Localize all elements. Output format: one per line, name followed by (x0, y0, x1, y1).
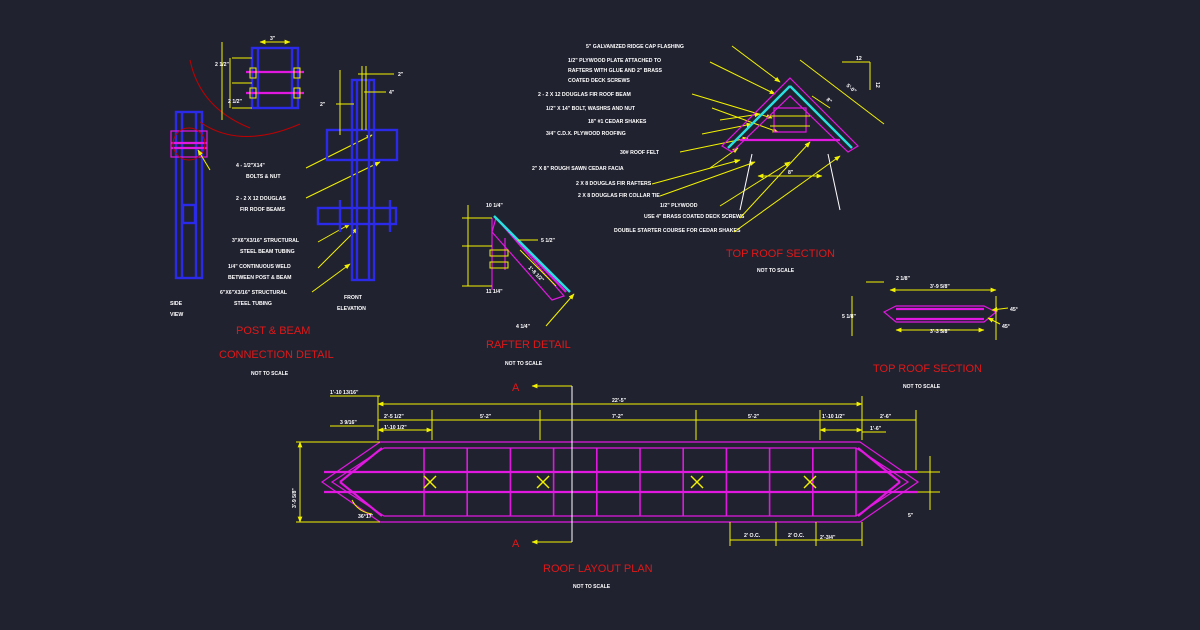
dim-plan-oc-3: 2'-3/4" (820, 535, 836, 541)
pitch-run: 12 (856, 56, 862, 62)
dim-front-2a: 2" (398, 72, 404, 78)
note-bolts-1: 4 - 1/2"X14" (236, 163, 265, 169)
label-front: FRONT (344, 295, 363, 301)
dim-sec2-5-1-8: 5 1/8" (842, 314, 857, 320)
dim-sec2-3-9-5-8: 3'-9 5/8" (930, 284, 950, 290)
note-post-tubing-2: STEEL TUBING (234, 301, 272, 307)
note-half-plywood: 1/2" PLYWOOD (660, 203, 698, 209)
title-connection-detail: CONNECTION DETAIL (219, 349, 334, 361)
plan-rafters (423, 448, 857, 516)
note-post-tubing-1: 6"X6"X3/16" STRUCTURAL (220, 290, 288, 296)
nts-post-beam: NOT TO SCALE (251, 371, 289, 377)
dim-plan-5: 5" (908, 513, 914, 519)
top-roof-section-b (851, 281, 1009, 340)
dim-section-8b: 8" (788, 170, 794, 176)
dim-plan-oc-1: 2' O.C. (744, 533, 761, 539)
section-marker-a-top: A (512, 382, 520, 394)
note-beams-2: FIR ROOF BEAMS (240, 207, 285, 213)
dim-plan-1-6: 1'-6" (870, 426, 882, 432)
dim-rafter-4: 4 1/4" (516, 324, 531, 330)
note-facia: 2" X 8" ROUGH SAWN CEDAR FACIA (532, 166, 624, 172)
label-elevation: ELEVATION (337, 306, 366, 312)
label-side: SIDE (170, 301, 183, 307)
dim-sec2-2-1-8: 2 1/8" (896, 276, 911, 282)
note-ridge-cap: 5" GALVANIZED RIDGE CAP FLASHING (586, 44, 684, 50)
title-roof-layout-plan: ROOF LAYOUT PLAN (543, 563, 653, 575)
dim-sec2-45b: 45° (1002, 324, 1010, 330)
note-starter-course: DOUBLE STARTER COURSE FOR CEDAR SHAKES (614, 228, 741, 234)
title-rafter-detail: RAFTER DETAIL (486, 339, 571, 351)
pitch-rise: 12 (874, 82, 880, 88)
note-weld-2: BETWEEN POST & BEAM (228, 275, 291, 281)
post-beam-notes: 4 - 1/2"X14" BOLTS & NUT 2 - 2 X 12 DOUG… (220, 134, 381, 307)
post-beam-front-elevation (316, 66, 399, 282)
dim-plan-5-2-a: 5'-2" (480, 414, 492, 420)
dim-front-4: 4" (389, 90, 395, 96)
dim-plan-5-2-b: 5'-2" (748, 414, 760, 420)
label-view: VIEW (170, 312, 183, 318)
note-tubing-1: 3"X6"X3/16" STRUCTURAL (232, 238, 300, 244)
note-plywood-plate-3: COATED DECK SCREWS (568, 78, 630, 84)
dim-front-2b: 2" (320, 102, 326, 108)
dim-section-8a: 8" (825, 97, 833, 105)
title-post-beam: POST & BEAM (236, 325, 310, 337)
dim-sec2-3-3-5-8: 3'-3 5/8" (930, 329, 950, 335)
nts-roof-layout: NOT TO SCALE (573, 584, 611, 590)
title-top-roof-section-b: TOP ROOF SECTION (873, 363, 982, 375)
dim-plan-overall: 22'-5" (612, 398, 627, 404)
rafter-detail (462, 205, 575, 327)
note-weld-1: 1/4" CONTINUOUS WELD (228, 264, 291, 270)
dim-section-5ft: 5'-0" (845, 83, 858, 95)
dim-plan-2-6: 2'-6" (880, 414, 892, 420)
dim-plan-1-10-b: 1'-10 1/2" (822, 414, 845, 420)
dim-rafter-2: 5 1/2" (541, 238, 556, 244)
dim-plan-3-9-16: 3 9/16" (340, 420, 357, 426)
note-collar-tie: 2 X 8 DOUGLAS FIR COLLAR TIE (578, 193, 660, 199)
dim-rafter-3: 11 1/4" (486, 289, 503, 295)
dim-plan-angle: 36°17' (358, 514, 373, 520)
dim-post-2-half-a: 2 1/2" (215, 62, 230, 68)
post-beam-side-view (170, 39, 304, 280)
dim-post-3: 3" (270, 36, 276, 42)
note-plywood-plate-1: 1/2" PLYWOOD PLATE ATTACHED TO (568, 58, 661, 64)
dim-plan-2-5: 2'-5 1/2" (384, 414, 404, 420)
note-cedar-shakes: 18" #1 CEDAR SHAKES (588, 119, 647, 125)
title-top-roof-section-a: TOP ROOF SECTION (726, 248, 835, 260)
top-roof-section-a (721, 59, 885, 211)
note-deck-screws: USE 4" BRASS COATED DECK SCREWS (644, 214, 745, 220)
nts-rafter: NOT TO SCALE (505, 361, 543, 367)
note-beams-1: 2 - 2 X 12 DOUGLAS (236, 196, 286, 202)
note-roof-beam: 2 - 2 X 12 DOUGLAS FIR ROOF BEAM (538, 92, 631, 98)
dim-post-2-half-b: 2 1/2" (228, 99, 243, 105)
note-bolt: 1/2" X 14" BOLT, WASHRS AND NUT (546, 106, 636, 112)
dim-plan-1-10-13: 1'-10 13/16" (330, 390, 359, 396)
note-tubing-2: STEEL BEAM TUBING (240, 249, 295, 255)
dim-rafter-1: 10 1/4" (486, 203, 503, 209)
dim-sec2-45a: 45° (1010, 307, 1018, 313)
nts-top-roof-a: NOT TO SCALE (757, 268, 795, 274)
note-plywood-plate-2: RAFTERS WITH GLUE AND 2" BRASS (568, 68, 662, 74)
dim-plan-1-10-a: 1'-10 1/2" (384, 425, 407, 431)
note-bolts-2: BOLTS & NUT (246, 174, 281, 180)
leader-lines (651, 45, 841, 233)
dim-plan-oc-2: 2' O.C. (788, 533, 805, 539)
note-cdx-plywood: 3/4" C.D.X. PLYWOOD ROOFING (546, 131, 626, 137)
nts-top-roof-b: NOT TO SCALE (903, 384, 941, 390)
roof-layout-plan (296, 383, 940, 546)
dim-plan-height: 3'-9 5/8" (292, 488, 298, 508)
dim-plan-7-2: 7'-2" (612, 414, 624, 420)
note-rafters: 2 X 8 DOUGLAS FIR RAFTERS (576, 181, 652, 187)
note-roof-felt: 30# ROOF FELT (620, 150, 660, 156)
roof-section-notes: 5" GALVANIZED RIDGE CAP FLASHING 1/2" PL… (532, 44, 745, 234)
section-marker-a-bottom: A (512, 538, 520, 550)
